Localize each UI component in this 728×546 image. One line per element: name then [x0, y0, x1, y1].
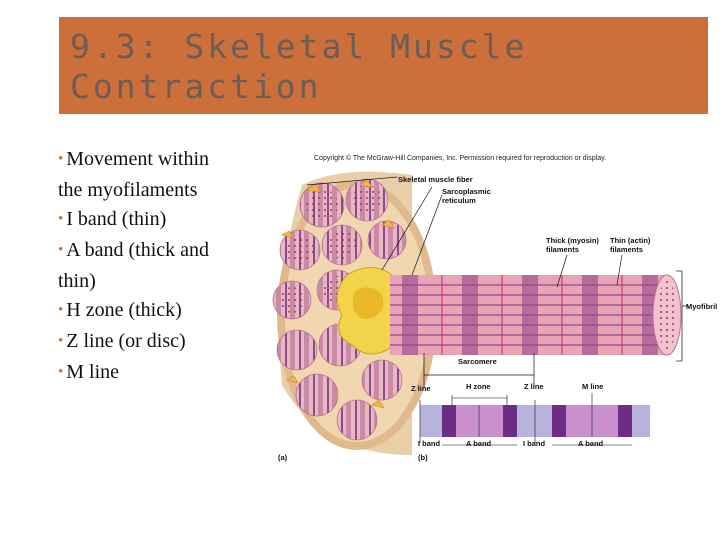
muscle-illustration — [272, 171, 688, 455]
label-text: Sarcoplasmic — [442, 187, 491, 196]
bullet-text: M line — [66, 361, 120, 383]
label-a-band-right: A band — [578, 439, 604, 448]
bullet-icon: • — [58, 151, 64, 167]
bullet-item: •M line — [58, 358, 268, 389]
copyright-notice: Copyright © The McGraw-Hill Companies, I… — [314, 155, 607, 162]
label-i-band-left: I band — [418, 439, 441, 448]
bullet-text: Movement within — [66, 148, 210, 170]
label-i-band-right: I band — [523, 439, 546, 448]
label-skeletal-muscle-fiber: Skeletal muscle fiber — [398, 175, 473, 184]
title-bar — [59, 17, 708, 114]
label-text: filaments — [610, 245, 643, 254]
bullet-item: •I band (thin) — [58, 205, 268, 236]
label-thin-filaments: Thin (actin) filaments — [610, 236, 650, 254]
label-myofibril: Myofibril — [686, 302, 718, 311]
bullet-text: A band (thick and — [66, 239, 210, 261]
bullet-item: •H zone (thick) — [58, 296, 268, 327]
bullet-icon: • — [58, 333, 64, 349]
bullet-text-cont: thin) — [58, 270, 96, 292]
label-a-band-left: A band — [466, 439, 492, 448]
label-part-b: (b) — [418, 453, 428, 462]
title-line-1: 9.3: Skeletal Muscle — [70, 27, 528, 66]
bullet-item: •Movement within the myofilaments — [58, 145, 268, 205]
title-line-2: Contraction — [70, 67, 322, 106]
bullet-item: •A band (thick and thin) — [58, 236, 268, 296]
bullet-icon: • — [58, 302, 64, 318]
label-sarcoplasmic-reticulum: Sarcoplasmic reticulum — [442, 187, 491, 205]
label-part-a: (a) — [278, 453, 288, 462]
label-text: Thick (myosin) — [546, 236, 599, 245]
slide-title: 9.3: Skeletal Muscle Contraction — [70, 27, 690, 107]
bullet-icon: • — [58, 242, 64, 258]
label-z-line-right: Z line — [524, 382, 544, 391]
label-thick-filaments: Thick (myosin) filaments — [546, 236, 599, 254]
label-sarcomere: Sarcomere — [458, 357, 497, 366]
label-z-line-left: Z line — [411, 384, 431, 393]
bullet-icon: • — [58, 211, 64, 227]
fiber-bundle — [272, 171, 437, 455]
label-text: reticulum — [442, 196, 476, 205]
bullet-item: •Z line (or disc) — [58, 327, 268, 358]
bullet-icon: • — [58, 364, 64, 380]
label-text: filaments — [546, 245, 579, 254]
myofibril-cylinder — [390, 274, 682, 356]
label-text: Thin (actin) — [610, 236, 651, 245]
bullet-text: H zone (thick) — [66, 299, 182, 321]
bullet-text: Z line (or disc) — [66, 330, 186, 352]
label-m-line: M line — [582, 382, 604, 391]
label-h-zone: H zone — [466, 382, 491, 391]
bullet-text: I band (thin) — [66, 208, 167, 230]
sarcomere-diagram — [419, 393, 650, 446]
bullet-text-cont: the myofilaments — [58, 179, 198, 201]
